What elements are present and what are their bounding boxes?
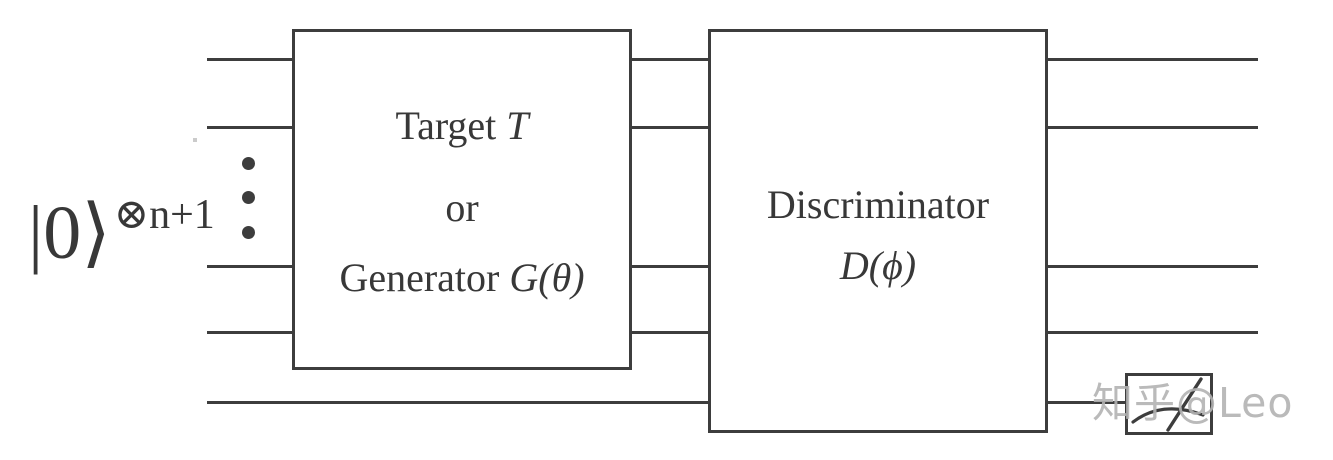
measurement-gauge-icon	[1131, 377, 1205, 432]
discriminator-box: Discriminator D(ϕ)	[708, 29, 1048, 433]
discriminator-word: Discriminator	[766, 182, 990, 227]
wire-4-right	[1048, 331, 1258, 334]
wire-5-left	[207, 401, 708, 404]
ellipsis-dot	[242, 226, 255, 239]
ellipsis-dot	[242, 157, 255, 170]
wire-1-middle	[632, 58, 708, 61]
wire-2-left	[207, 126, 292, 129]
target-symbol: T	[506, 103, 529, 148]
watermark: 知乎@Leo	[1092, 379, 1294, 427]
generator-symbol: G(θ)	[509, 255, 585, 300]
ket-base: |0⟩	[28, 191, 111, 275]
discriminator-box-line2: D(ϕ)	[711, 242, 1045, 290]
wire-4-middle	[632, 331, 708, 334]
generator-box-line2: or	[295, 184, 629, 232]
tensor-power-superscript: ⊗n+1	[113, 192, 215, 238]
discriminator-box-line1: Discriminator	[711, 181, 1045, 229]
wire-2-middle	[632, 126, 708, 129]
wire-3-left	[207, 265, 292, 268]
wire-3-right	[1048, 265, 1258, 268]
wire-1-left	[207, 58, 292, 61]
wire-3-middle	[632, 265, 708, 268]
ellipsis-dot	[242, 191, 255, 204]
generator-word: Generator	[339, 255, 500, 300]
measurement-box	[1125, 373, 1213, 435]
wire-4-left	[207, 331, 292, 334]
discriminator-symbol: D(ϕ)	[839, 243, 917, 288]
or-word: or	[445, 185, 479, 230]
wire-1-right	[1048, 58, 1258, 61]
target-word: Target	[395, 103, 497, 148]
wire-2-right	[1048, 126, 1258, 129]
wire-5-right	[1048, 401, 1125, 404]
input-state-label: |0⟩⊗n+1	[28, 192, 215, 271]
stray-mark	[193, 138, 197, 142]
